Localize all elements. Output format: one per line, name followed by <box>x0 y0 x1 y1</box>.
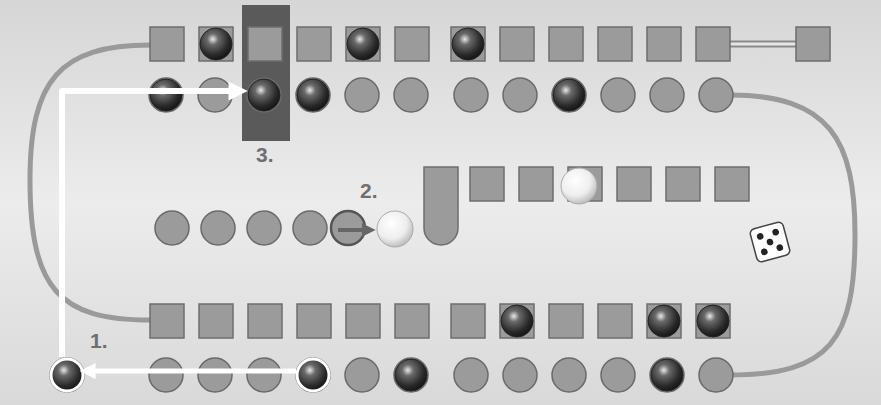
board-square <box>199 27 233 61</box>
board-square <box>297 27 331 61</box>
board-field <box>149 78 183 112</box>
dark-marble <box>553 79 585 111</box>
die-pip <box>772 228 780 236</box>
board-field <box>699 358 733 392</box>
dark-marble <box>648 305 680 337</box>
board-field <box>155 211 189 245</box>
board-square <box>715 167 749 201</box>
move-arrow <box>62 91 240 357</box>
board-square <box>796 27 830 61</box>
board-field <box>198 78 232 112</box>
board-square <box>451 27 485 61</box>
dark-marble <box>452 28 484 60</box>
board-field <box>296 78 330 112</box>
board-field <box>552 78 586 112</box>
board-square <box>346 304 380 338</box>
board-square <box>500 304 534 338</box>
board-field <box>50 358 84 392</box>
board-square <box>150 304 184 338</box>
die-pip <box>760 248 768 256</box>
die <box>749 221 791 263</box>
white-ball <box>377 211 413 247</box>
board-square <box>150 27 184 61</box>
board-square <box>549 304 583 338</box>
board-field <box>198 358 232 392</box>
board-square <box>519 167 553 201</box>
board-square <box>199 304 233 338</box>
white-ball <box>561 168 597 204</box>
board-square <box>647 27 681 61</box>
board-square <box>395 304 429 338</box>
board-square <box>549 27 583 61</box>
board-field <box>201 211 235 245</box>
board-field <box>394 78 428 112</box>
dark-marble <box>501 305 533 337</box>
move-arrow <box>338 228 370 232</box>
board-square <box>500 27 534 61</box>
board-field <box>345 78 379 112</box>
track-arc <box>30 45 150 320</box>
board-field <box>454 78 488 112</box>
board-square <box>598 27 632 61</box>
board-field <box>296 358 330 392</box>
board-field <box>345 358 379 392</box>
die-face <box>749 221 791 263</box>
board-square <box>470 167 504 201</box>
board-field <box>454 358 488 392</box>
board-field <box>601 78 635 112</box>
board-square <box>598 304 632 338</box>
board-square <box>647 304 681 338</box>
board-field <box>394 358 428 392</box>
board-square <box>346 27 380 61</box>
callout-number: 2. <box>360 180 378 201</box>
board-field <box>699 78 733 112</box>
highlight-column <box>242 5 290 141</box>
board-square <box>617 167 651 201</box>
board-field <box>650 78 684 112</box>
board-field <box>247 211 281 245</box>
board-field <box>293 211 327 245</box>
board-field <box>601 358 635 392</box>
callout-number: 1. <box>90 330 108 351</box>
board-field <box>650 358 684 392</box>
dark-marble <box>651 359 683 391</box>
board-field <box>503 78 537 112</box>
board-field <box>149 358 183 392</box>
die-pip <box>766 238 774 246</box>
board-square <box>297 304 331 338</box>
track-link <box>728 43 796 46</box>
dark-marble <box>150 79 182 111</box>
track-arc <box>730 95 855 375</box>
board-square <box>395 27 429 61</box>
dark-marble <box>297 79 329 111</box>
board-square <box>696 304 730 338</box>
board-square <box>696 27 730 61</box>
dark-marble <box>697 305 729 337</box>
track-link <box>728 41 796 48</box>
dark-marble <box>395 359 427 391</box>
board-square <box>666 167 700 201</box>
dark-marble <box>248 79 280 111</box>
board-field <box>552 358 586 392</box>
board-square <box>451 304 485 338</box>
move-arrow <box>86 369 296 374</box>
die-pip <box>756 232 764 240</box>
callout-number: 3. <box>256 144 274 165</box>
board-field <box>247 78 281 112</box>
dark-marble <box>51 359 83 391</box>
die-pip <box>776 244 784 252</box>
home-slot <box>424 167 458 245</box>
dark-marble <box>200 28 232 60</box>
board-field <box>247 358 281 392</box>
board-square <box>248 27 282 61</box>
dark-marble <box>347 28 379 60</box>
dark-marble <box>297 359 329 391</box>
board-square <box>248 304 282 338</box>
board-field <box>503 358 537 392</box>
